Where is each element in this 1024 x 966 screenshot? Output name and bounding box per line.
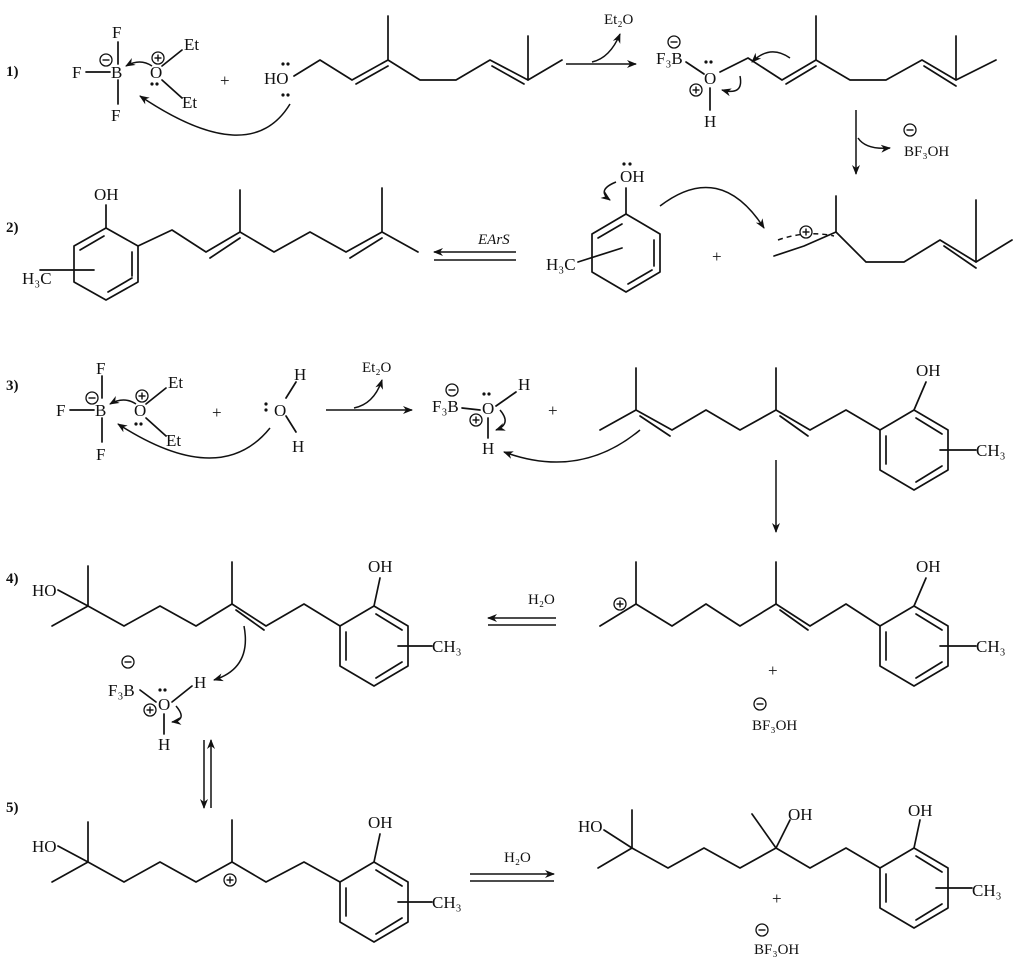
atom-et: Et xyxy=(184,35,199,54)
cresol: OH H₃C xyxy=(546,162,765,293)
label-ch3: CH₃ xyxy=(432,893,462,912)
arrow-step1: Et₂O xyxy=(566,12,637,68)
diol-product-5: HO OH OH CH₃ xyxy=(578,801,1002,929)
label-h3c: H₃C xyxy=(546,255,576,274)
atom-et: Et xyxy=(182,93,197,112)
label-earS: EArS xyxy=(477,232,510,248)
atom-o: O xyxy=(482,399,494,418)
atom-et: Et xyxy=(168,373,183,392)
tertiary-cation-4: OH CH₃ xyxy=(599,557,1006,687)
atom-o: O xyxy=(134,401,146,420)
plus-sign: + xyxy=(772,889,782,908)
reagent-bf3oh: BF₃OH xyxy=(752,718,797,734)
atom-f: F xyxy=(96,445,105,464)
atom-f: F xyxy=(56,401,65,420)
atom-o: O xyxy=(150,63,162,82)
atom-oh: OH xyxy=(368,813,393,832)
reagent-et2o: Et₂O xyxy=(362,360,392,376)
oxonium-3: F₃B O H H xyxy=(432,375,530,458)
water-3: O H H xyxy=(117,365,306,459)
atom-f: F xyxy=(96,359,105,378)
atom-f: F xyxy=(111,106,120,125)
label-ch3: CH₃ xyxy=(972,881,1002,900)
reagent-bf3oh: BF₃OH xyxy=(904,144,949,160)
atom-f: F xyxy=(112,23,121,42)
atom-o: O xyxy=(274,401,286,420)
atom-h: H xyxy=(518,375,530,394)
arrow-step3: Et₂O xyxy=(326,360,413,414)
reagent-et2o: Et₂O xyxy=(604,12,634,28)
atom-h: H xyxy=(482,439,494,458)
label-f3b: F₃B xyxy=(656,49,683,68)
oxonium-geranyl: F₃B O H xyxy=(656,15,997,131)
atom-ho: HO xyxy=(578,817,603,836)
step-label-2: 2) xyxy=(6,220,19,236)
atom-oh: OH xyxy=(94,185,119,204)
bf3oh-anion-5: BF₃OH xyxy=(754,923,799,958)
atom-oh: OH xyxy=(368,557,393,576)
atom-ho: HO xyxy=(32,581,57,600)
step-label-5: 5) xyxy=(6,800,19,816)
step-label-1: 1) xyxy=(6,64,19,80)
cation-5: HO OH CH₃ xyxy=(32,813,462,943)
reagent-water: H₂O xyxy=(504,850,531,866)
allyl-cation xyxy=(773,195,1013,269)
atom-o: O xyxy=(158,695,170,714)
hydroxy-product-4: HO OH CH₃ xyxy=(32,557,462,687)
atom-oh: OH xyxy=(916,557,941,576)
atom-oh: OH xyxy=(620,167,645,186)
atom-oh: OH xyxy=(908,801,933,820)
plus-sign: + xyxy=(768,661,778,680)
plus-sign: + xyxy=(212,403,222,422)
arrow-step4: H₂O xyxy=(487,592,556,626)
atom-h: H xyxy=(294,365,306,384)
atom-ho: HO xyxy=(32,837,57,856)
atom-o: O xyxy=(704,69,716,88)
atom-b: B xyxy=(95,401,106,420)
atom-f: F xyxy=(72,63,81,82)
geraniol: HO xyxy=(139,15,563,136)
oxonium-4: F₃B O H H xyxy=(108,655,206,754)
label-f3b: F₃B xyxy=(108,681,135,700)
atom-b: B xyxy=(111,63,122,82)
label-ch3: CH₃ xyxy=(976,441,1006,460)
label-ch3: CH₃ xyxy=(976,637,1006,656)
equilibrium-arrow xyxy=(200,739,215,809)
atom-h: H xyxy=(158,735,170,754)
step-label-3: 3) xyxy=(6,378,19,394)
label-ch3: CH₃ xyxy=(432,637,462,656)
atom-ho: HO xyxy=(264,69,289,88)
reagent-water: H₂O xyxy=(528,592,555,608)
atom-et: Et xyxy=(166,431,181,450)
plus-sign: + xyxy=(548,401,558,420)
label-f3b: F₃B xyxy=(432,397,459,416)
step-label-4: 4) xyxy=(6,571,19,587)
atom-oh: OH xyxy=(788,805,813,824)
atom-h: H xyxy=(292,437,304,456)
atom-h: H xyxy=(704,112,716,131)
atom-h: H xyxy=(194,673,206,692)
plus-sign: + xyxy=(220,71,230,90)
arrow-earS: EArS xyxy=(433,232,516,261)
arrow-step5: H₂O xyxy=(470,850,555,882)
bf3oh-anion-4: BF₃OH xyxy=(752,697,797,734)
geranyl-cresol-3: OH CH₃ xyxy=(503,361,1006,491)
plus-sign: + xyxy=(712,247,722,266)
atom-oh: OH xyxy=(916,361,941,380)
bf3-etherate-3: F F B F O Et Et xyxy=(56,359,183,464)
product-step2: OH H₃C xyxy=(22,185,419,301)
bf3-etherate-1: F F B F O Et Et xyxy=(72,23,199,125)
reagent-bf3oh: BF₃OH xyxy=(754,942,799,958)
arrow-down-step1: BF₃OH xyxy=(852,110,949,175)
label-h3c: H₃C xyxy=(22,269,52,288)
